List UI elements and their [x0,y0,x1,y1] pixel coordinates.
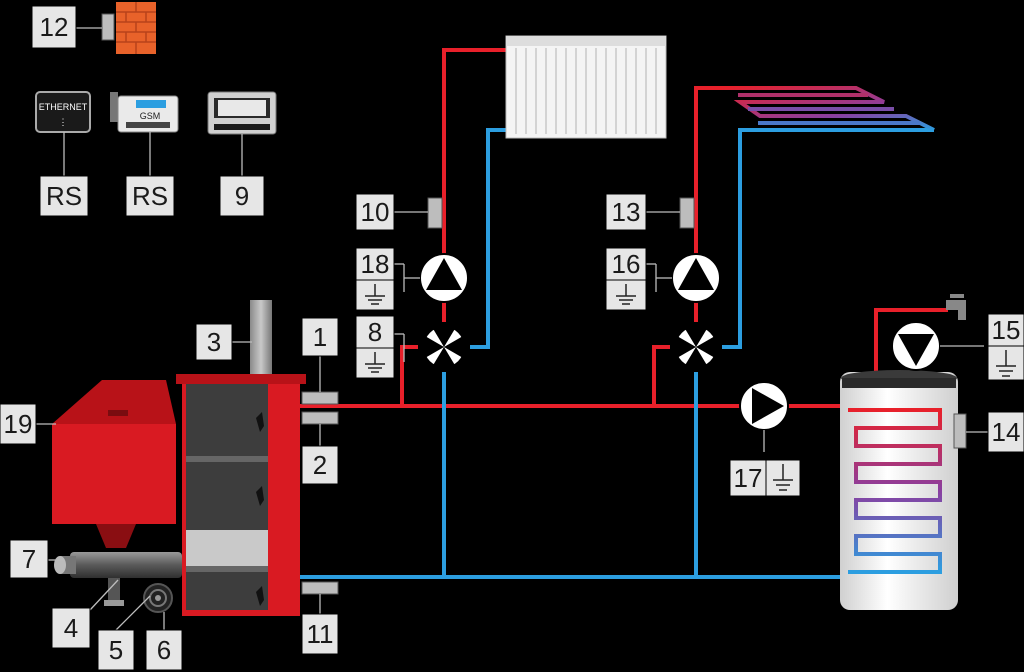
svg-text:17: 17 [734,463,763,493]
sensor-10 [427,197,443,229]
leader-lines [36,27,988,631]
cold-pipes [300,128,934,579]
label-rs-left: RS [39,175,89,217]
svg-text:15: 15 [992,315,1021,345]
svg-text:2: 2 [313,450,327,480]
sensor-11 [301,581,339,595]
svg-text:13: 13 [612,197,641,227]
number-labels: 12 RS RS 9 10 13 18 16 8 3 1 2 19 7 4 5 … [0,5,1024,671]
fuel-hopper [52,380,176,548]
gsm-module: GSM [110,92,179,133]
svg-text:3: 3 [207,327,221,357]
ethernet-label: ETHERNET [39,102,88,112]
svg-text:5: 5 [109,635,123,665]
floor-heating-loop [722,86,935,132]
label-17: 17 [729,459,767,497]
svg-text:9: 9 [235,181,249,211]
sensor-1 [301,391,339,405]
svg-text:16: 16 [612,249,641,279]
label-18: 18 [355,247,395,281]
label-14: 14 [987,411,1024,453]
ground-18 [355,279,395,311]
brick-wall [116,2,156,54]
boiler [176,300,306,616]
pump-15 [891,321,941,371]
ground-16 [605,279,647,311]
room-panel [207,91,277,135]
label-10: 10 [355,193,395,231]
svg-text:4: 4 [64,613,78,643]
label-8: 8 [355,315,395,349]
sensor-13 [679,197,695,229]
sensor-2 [301,411,339,425]
ground-17 [765,459,801,497]
label-19: 19 [0,403,37,445]
ground-8 [355,347,395,379]
pump-16 [671,253,721,303]
sensor-12 [101,13,115,41]
label-4: 4 [51,607,91,649]
radiator [505,35,667,139]
svg-text:12: 12 [40,12,69,42]
pump-18 [419,253,469,303]
ethernet-module: ETHERNET ⋮ [35,91,91,133]
svg-text:8: 8 [368,317,382,347]
svg-text:RS: RS [46,181,82,211]
svg-text:6: 6 [157,635,171,665]
label-9: 9 [219,175,265,217]
svg-text:18: 18 [361,249,390,279]
tap-icon [946,294,966,320]
label-6: 6 [145,629,183,671]
label-5: 5 [97,629,135,671]
label-2: 2 [301,445,339,485]
gsm-label: GSM [140,111,161,121]
temperature-sensors [101,13,967,595]
svg-text:1: 1 [313,322,327,352]
svg-text:10: 10 [361,197,390,227]
mixing-valve-right [670,322,722,372]
svg-text:11: 11 [307,619,334,649]
svg-text:⋮: ⋮ [59,117,68,127]
label-rs-right: RS [125,175,175,217]
svg-text:14: 14 [992,417,1021,447]
chimney [250,300,272,380]
label-16: 16 [605,247,647,281]
svg-text:7: 7 [22,544,36,574]
label-13: 13 [605,193,647,231]
svg-text:19: 19 [4,409,33,439]
sensor-14 [953,413,967,449]
pump-17 [739,381,789,431]
tank-coil [848,408,942,574]
label-11: 11 [301,613,339,655]
mixing-valve-left [418,322,470,372]
label-1: 1 [301,317,339,357]
label-7: 7 [9,539,49,579]
ground-15 [987,345,1024,381]
label-15: 15 [987,313,1024,347]
svg-text:RS: RS [132,181,168,211]
label-3: 3 [195,323,233,361]
hot-water-tank [840,370,958,610]
label-12: 12 [31,5,77,49]
auger-feeder [54,552,182,613]
